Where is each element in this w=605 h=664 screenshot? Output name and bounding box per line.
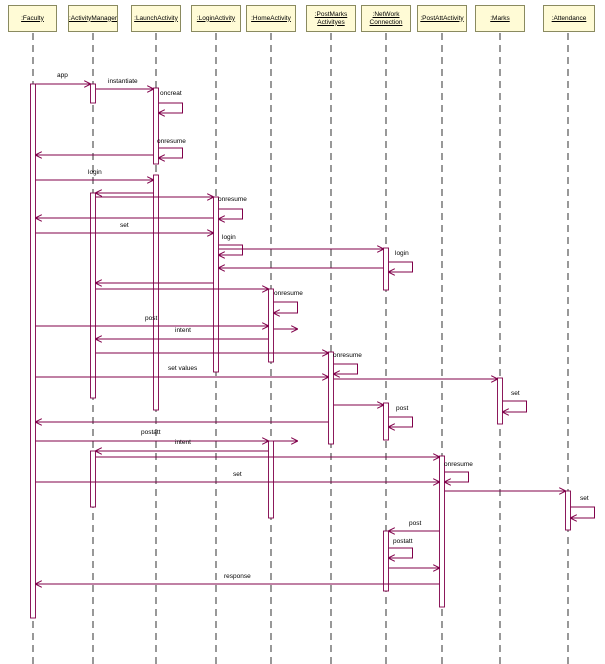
message-label: set values (168, 365, 198, 372)
message-label: instantiate (108, 78, 138, 85)
message-label: set (580, 495, 589, 502)
lifeline-label: :Faculty (21, 14, 44, 22)
message-label: onresume (274, 290, 303, 297)
self-message: intent (175, 439, 298, 446)
message-arrow: app (35, 72, 91, 84)
message-arrow: post (35, 315, 269, 326)
self-message-path (445, 471, 469, 482)
lifeline-label: :PostAttActivity (420, 14, 464, 22)
self-message-path (389, 547, 413, 558)
lifeline-label: Connection (369, 18, 403, 26)
message-label: onresume (444, 461, 473, 468)
lifeline-label: Activityes (317, 18, 345, 26)
self-message-path (159, 147, 183, 158)
message-label: app (57, 72, 68, 79)
lifeline-label: :LoginActivity (196, 14, 236, 22)
self-message-path (334, 363, 358, 374)
message-label: post (396, 405, 408, 412)
message-label: onresume (218, 196, 247, 203)
self-message: onresume (157, 138, 186, 158)
self-message-path (389, 261, 413, 272)
lifeline-header-homeactivity: :HomeActivity (246, 5, 296, 32)
self-message: postatt (389, 538, 413, 558)
message-label: set (233, 471, 242, 478)
lifeline-header-launchactivity: :LaunchActivity (131, 5, 181, 32)
activation-bar-activitymanager (90, 450, 96, 508)
activation-bar-postmarksactivity (328, 351, 334, 445)
lifeline-header-postattactivity: :PostAttActivity (417, 5, 467, 32)
message-label: login (88, 169, 102, 176)
message-label: post (145, 315, 157, 322)
lifeline-label: :PostMarks (314, 10, 348, 18)
activation-bar-activitymanager (90, 192, 96, 399)
self-message: onresume (274, 290, 303, 313)
self-message-path (219, 208, 243, 219)
self-message: onresume (218, 196, 247, 219)
activation-bar-postattactivity (439, 455, 445, 608)
activation-bar-homeactivity (268, 440, 274, 519)
self-message: set (503, 390, 527, 412)
message-label: oncreat (160, 90, 182, 97)
self-message: set (571, 495, 595, 518)
activation-bar-homeactivity (268, 288, 274, 363)
self-message-path (274, 301, 298, 313)
message-label: postatt (141, 429, 161, 436)
message-label: set (511, 390, 520, 397)
message-label: login (222, 234, 236, 241)
message-label: response (224, 573, 251, 580)
self-message: oncreat (159, 90, 183, 113)
activation-bar-attendance (565, 490, 571, 531)
message-label: onresume (157, 138, 186, 145)
message-arrow: set (35, 471, 440, 482)
message-arrow: response (36, 573, 440, 584)
message-label: postatt (393, 538, 413, 545)
message-label: intent (175, 439, 191, 446)
activation-bar-launchactivity (153, 87, 159, 165)
activation-bar-launchactivity (153, 174, 159, 411)
lifeline-label: :Marks (490, 14, 510, 22)
lifeline-label: :HomeActivity (251, 14, 291, 22)
message-label: post (409, 520, 421, 527)
message-arrow: postatt (35, 429, 269, 441)
lifeline-label: :LaunchActivity (134, 14, 178, 22)
lifeline-label: :NetWork (372, 10, 400, 18)
lifeline-label: :ActivityManager (68, 14, 118, 22)
activation-bar-networkconnection (383, 402, 389, 441)
self-message-path (503, 400, 527, 412)
self-message-path (571, 506, 595, 518)
self-message: intent (175, 327, 298, 334)
message-arrow: set values (35, 365, 329, 377)
lifeline-header-marks: :Marks (475, 5, 525, 32)
self-message-path (389, 416, 413, 427)
message-arrow: instantiate (95, 78, 154, 89)
self-message-path (159, 102, 183, 113)
activation-bar-networkconnection (383, 530, 389, 592)
message-arrow: set (35, 222, 214, 233)
lifeline-header-loginactivity: :LoginActivity (191, 5, 241, 32)
message-arrow: login (35, 169, 154, 180)
message-label: set (120, 222, 129, 229)
message-label: intent (175, 327, 191, 334)
self-message: post (389, 405, 413, 427)
message-label: onresume (333, 352, 362, 359)
activation-bar-loginactivity (213, 196, 219, 373)
self-message: login (219, 234, 243, 255)
activation-bar-networkconnection (383, 247, 389, 291)
lifeline-header-attendance: :Attendance (543, 5, 595, 32)
lifeline-header-faculty: :Faculty (8, 5, 57, 32)
self-message-path (219, 244, 243, 255)
message-label: login (395, 250, 409, 257)
activation-bar-activitymanager (90, 83, 96, 104)
self-message: onresume (444, 461, 473, 482)
activation-bar-faculty (30, 83, 36, 619)
self-message: login (389, 250, 413, 272)
lifeline-label: :Attendance (551, 14, 587, 22)
self-message: onresume (333, 352, 362, 374)
activation-bar-marks (497, 377, 503, 425)
message-arrow: post (389, 520, 440, 531)
lifeline-header-activitymanager: :ActivityManager (68, 5, 118, 32)
